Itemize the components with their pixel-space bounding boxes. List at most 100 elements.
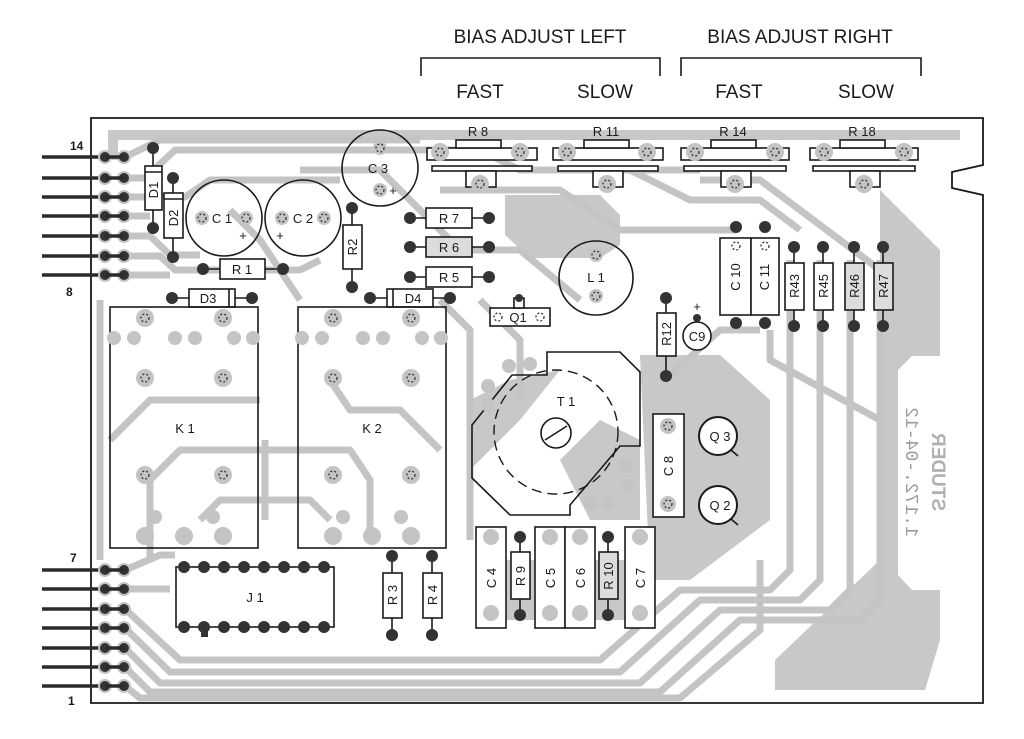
r14-label: R 14 (719, 124, 746, 139)
resistor-r43: R43 (784, 241, 805, 332)
relay-k1: K 1 (107, 306, 260, 549)
connector-pin (42, 209, 131, 223)
k2-label: K 2 (362, 421, 382, 436)
relay-k2: K 2 (295, 306, 448, 549)
left-fast-label: FAST (456, 82, 504, 103)
r1-label: R 1 (232, 262, 252, 277)
q1-label: Q1 (509, 310, 526, 325)
c11-label: C 11 (757, 264, 772, 291)
bias-adjust-left-heading: BIAS ADJUST LEFT (454, 27, 627, 48)
diode-d4: D4 (364, 288, 456, 308)
d1-label: D1 (146, 182, 161, 199)
resistor-r2: R2 (342, 202, 363, 293)
r46-label: R46 (847, 274, 862, 298)
board-silkscreen-label: STUDER 1.172.-04-12 (898, 356, 952, 590)
c4-label: C 4 (484, 568, 499, 588)
edge-connector-upper (42, 150, 131, 282)
connector-pin (42, 190, 131, 204)
trimmer-r14[interactable]: R 14 (680, 124, 790, 193)
capacitor-c9: C9 + (682, 299, 712, 351)
c1-polarity: + (239, 228, 247, 243)
c3-label: C 3 (368, 161, 388, 176)
connector-pin (42, 641, 131, 655)
capacitor-c1: C 1 + (185, 179, 263, 257)
transistor-q3: Q 3 (698, 416, 739, 457)
connector-pin (42, 249, 131, 263)
connector-pin (42, 621, 131, 635)
resistor-r12: R12 (656, 292, 677, 382)
connector-pin (42, 602, 131, 616)
transformer-t1[interactable]: T 1 (471, 351, 641, 516)
c5-label: C 5 (543, 568, 558, 588)
c3-polarity: + (389, 183, 397, 198)
resistor-r46: R46 (844, 241, 865, 332)
edge-connector-lower (42, 563, 131, 693)
c1-label: C 1 (212, 211, 232, 226)
r4-label: R 4 (425, 585, 440, 605)
diode-d2: D2 (163, 172, 184, 263)
r5-label: R 5 (439, 270, 459, 285)
q3-label: Q 3 (710, 429, 731, 444)
right-slow-label: SLOW (838, 82, 894, 103)
connector-pin (42, 150, 131, 164)
r11-label: R 11 (593, 124, 620, 139)
connector-pin (42, 268, 131, 282)
connector-pin (42, 229, 131, 243)
capacitor-c7: C 7 (624, 526, 656, 629)
inductor-l1: L 1 (558, 240, 634, 316)
part-number-mark: 1.172.-04-12 (900, 407, 920, 537)
pin-14-label: 14 (70, 139, 84, 153)
right-group-bracket (680, 57, 922, 76)
capacitor-c11: C 11 (750, 221, 780, 329)
d3-label: D3 (200, 291, 217, 306)
trimmer-r18[interactable]: R 18 (809, 124, 919, 193)
r18-label: R 18 (848, 124, 875, 139)
k1-label: K 1 (175, 421, 195, 436)
resistor-r1: R 1 (197, 258, 289, 280)
r9-label: R 9 (513, 566, 528, 586)
resistor-r9: R 9 (510, 531, 531, 621)
c7-label: C 7 (633, 568, 648, 588)
resistor-r45: R45 (813, 241, 834, 332)
transistor-q2: Q 2 (698, 485, 739, 526)
r45-label: R45 (816, 274, 831, 298)
r8-label: R 8 (468, 124, 488, 139)
right-fast-label: FAST (715, 82, 763, 103)
capacitor-c4: C 4 (475, 526, 507, 629)
transistor-q1: Q1 (489, 294, 551, 327)
resistor-r3: R 3 (382, 550, 403, 641)
bias-adjust-right-heading: BIAS ADJUST RIGHT (707, 27, 893, 48)
pin-1-label: 1 (68, 694, 75, 708)
c9-label: C9 (689, 329, 706, 344)
r3-label: R 3 (385, 585, 400, 605)
j1-label: J 1 (246, 590, 263, 605)
resistor-r7: R 7 (404, 207, 495, 229)
trimmer-r11[interactable]: R 11 (552, 124, 664, 193)
r43-label: R43 (787, 274, 802, 298)
r10-label: R 10 (601, 562, 616, 589)
r2-label: R2 (345, 239, 360, 256)
capacitor-c5: C 5 (534, 526, 566, 629)
r47-label: R47 (876, 274, 891, 298)
capacitor-c10: C 10 (719, 221, 752, 329)
t1-label: T 1 (557, 394, 576, 409)
diode-d1: D1 (144, 142, 163, 234)
jumper-block-j1: J 1 (175, 561, 335, 637)
resistor-r4: R 4 (422, 550, 443, 641)
c9-polarity: + (693, 299, 701, 314)
d4-label: D4 (405, 291, 422, 306)
r6-label: R 6 (439, 240, 459, 255)
left-group-bracket (420, 57, 661, 76)
connector-pin (42, 563, 131, 577)
d2-label: D2 (166, 210, 181, 227)
pin-7-label: 7 (70, 551, 77, 565)
capacitor-c6: C 6 (564, 526, 596, 629)
trimmer-r8[interactable]: R 8 (426, 124, 538, 193)
l1-label: L 1 (587, 270, 605, 285)
connector-pin (42, 679, 131, 693)
c10-label: C 10 (728, 263, 743, 290)
capacitor-c3: C 3 + (341, 129, 419, 207)
c8-label: C 8 (661, 456, 676, 476)
r7-label: R 7 (439, 211, 459, 226)
